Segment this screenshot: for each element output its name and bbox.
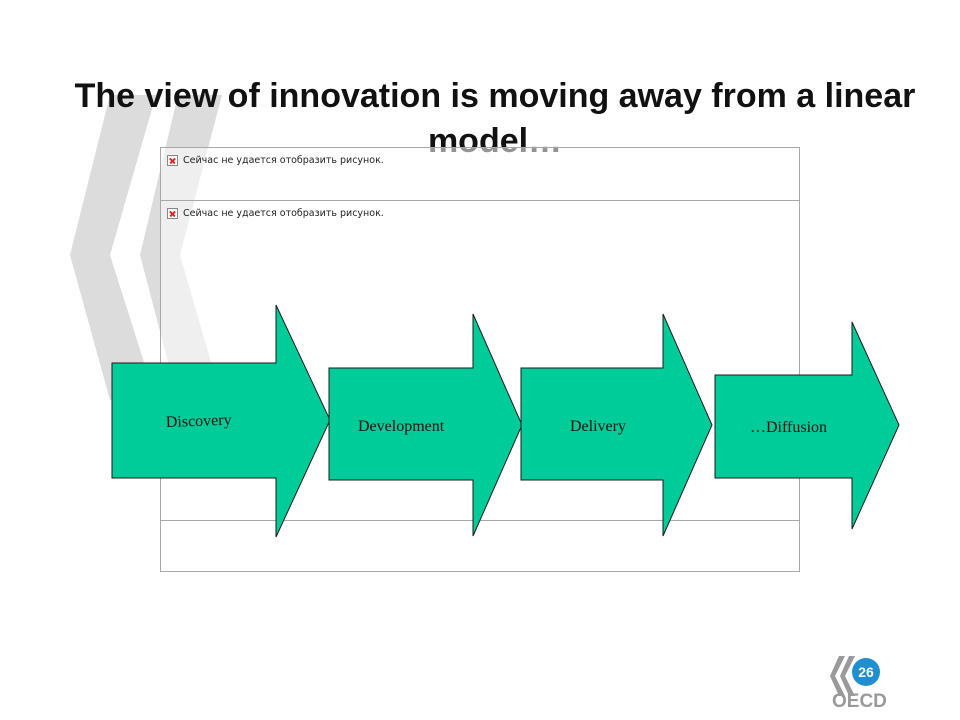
broken-image-text: Сейчас не удается отобразить рисунок. bbox=[183, 155, 384, 166]
arrow-label: Delivery bbox=[570, 418, 626, 435]
broken-image-icon bbox=[167, 155, 178, 166]
oecd-logo-text: OECD bbox=[832, 691, 887, 712]
flow-step-delivery: Delivery bbox=[520, 313, 713, 537]
page-number: 26 bbox=[858, 664, 874, 680]
broken-image-icon bbox=[167, 208, 178, 219]
broken-image-message: Сейчас не удается отобразить рисунок. bbox=[167, 208, 384, 219]
arrow-shape bbox=[328, 313, 523, 537]
broken-image-placeholder: Сейчас не удается отобразить рисунок. bbox=[160, 147, 800, 201]
broken-image-text: Сейчас не удается отобразить рисунок. bbox=[183, 208, 384, 219]
arrow-shape bbox=[111, 304, 331, 538]
flow-step-discovery: Discovery bbox=[111, 304, 331, 538]
arrow-label: Development bbox=[358, 418, 445, 435]
arrow-shape bbox=[714, 321, 900, 530]
oecd-logo bbox=[830, 656, 880, 696]
arrow-shape bbox=[520, 313, 713, 537]
frame-bottom-panel bbox=[160, 520, 800, 572]
arrow-label: …Diffusion bbox=[750, 419, 827, 436]
broken-image-message: Сейчас не удается отобразить рисунок. bbox=[167, 155, 384, 166]
slide-title: The view of innovation is moving away fr… bbox=[74, 77, 916, 160]
flow-step-diffusion: …Diffusion bbox=[714, 321, 900, 530]
page-number-circle bbox=[852, 658, 880, 686]
logo-stroke-1 bbox=[830, 656, 845, 696]
flow-step-development: Development bbox=[328, 313, 523, 537]
logo-stroke-2 bbox=[840, 656, 855, 696]
quote-stroke-1 bbox=[70, 95, 156, 400]
arrow-label: Discovery bbox=[166, 412, 232, 431]
